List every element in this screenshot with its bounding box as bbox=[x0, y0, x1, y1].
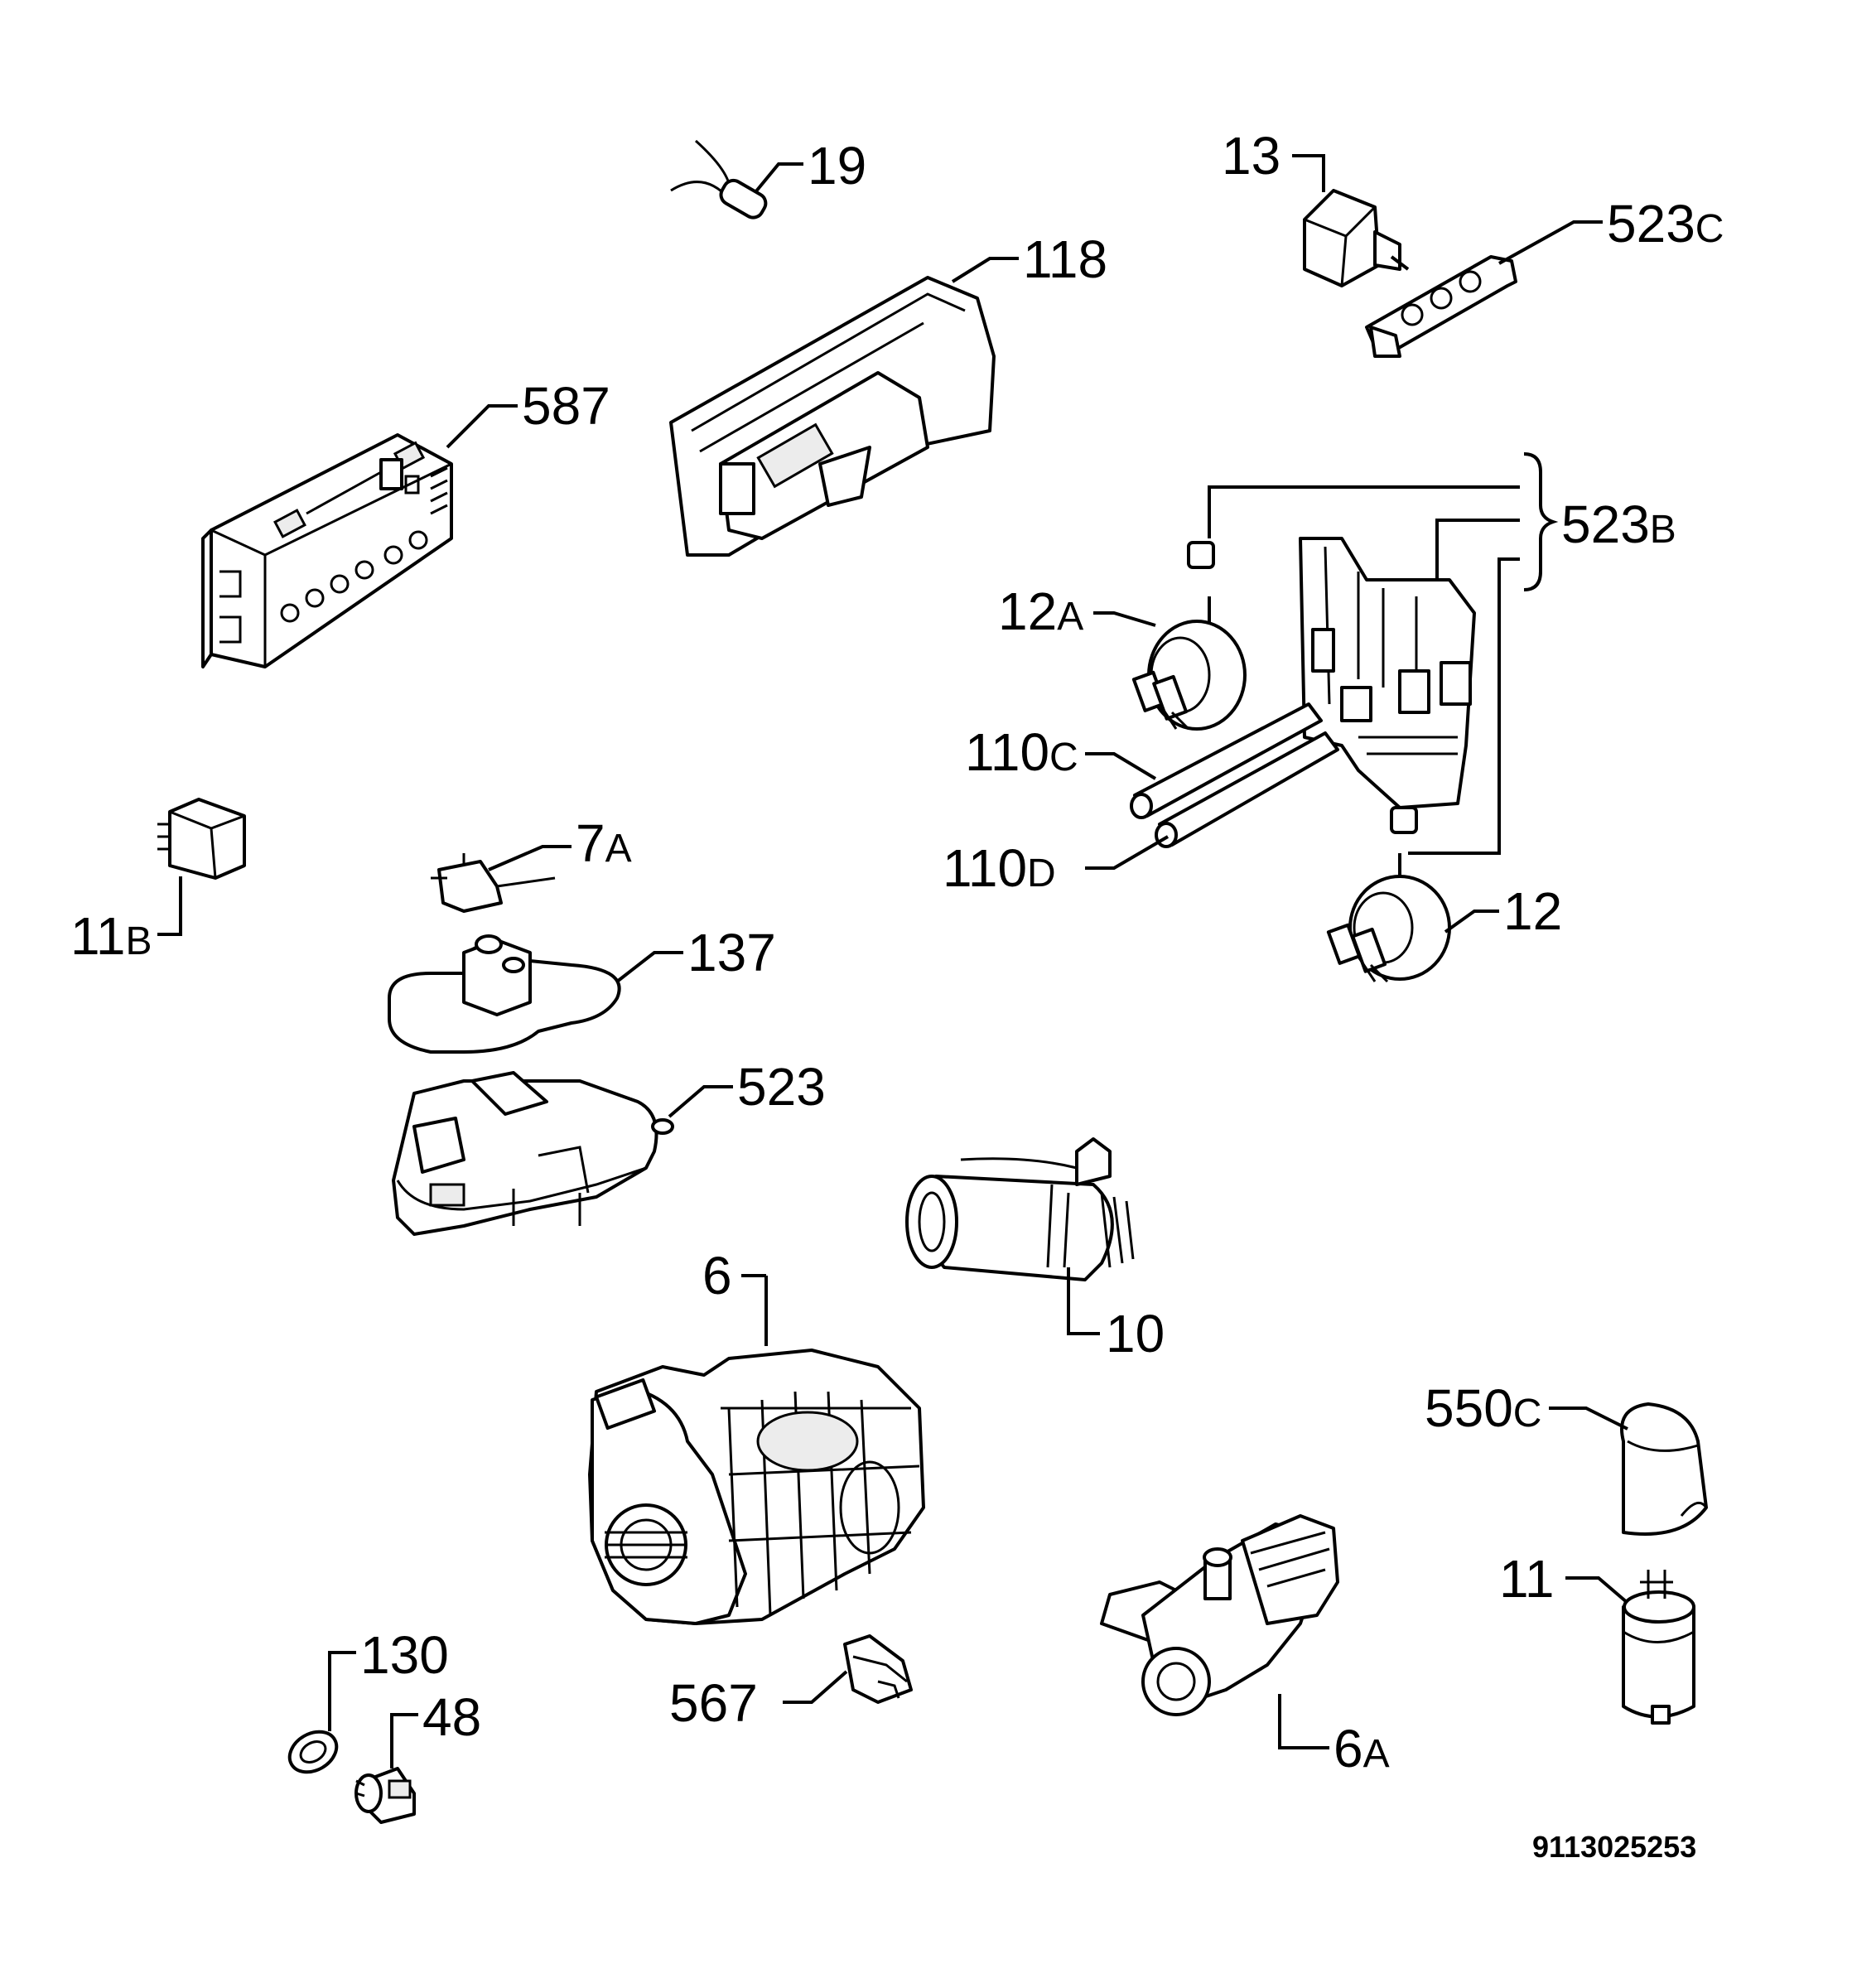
label-13: 13 bbox=[1222, 126, 1280, 186]
part-11b-relay bbox=[157, 798, 246, 880]
label-110d: 110D bbox=[943, 838, 1056, 898]
label-567: 567 bbox=[669, 1673, 758, 1733]
part-523c-bracket bbox=[1365, 255, 1517, 358]
label-523: 523 bbox=[737, 1057, 826, 1117]
label-6a: 6A bbox=[1334, 1719, 1390, 1778]
label-11b: 11B bbox=[70, 906, 152, 966]
label-7a: 7A bbox=[576, 813, 632, 873]
document-number: 9113025253 bbox=[1532, 1830, 1696, 1864]
part-labels: 19 118 13 523C 587 523B 12A 110C 110D 12… bbox=[70, 126, 1724, 1778]
label-11: 11 bbox=[1499, 1549, 1554, 1609]
label-12a: 12A bbox=[998, 581, 1083, 641]
part-7a-microswitch bbox=[431, 853, 556, 913]
label-12: 12 bbox=[1503, 881, 1562, 941]
part-550c-cap bbox=[1620, 1402, 1708, 1536]
label-587: 587 bbox=[522, 376, 610, 436]
part-523-base bbox=[392, 1071, 674, 1236]
part-19-sensor bbox=[670, 139, 768, 220]
part-48-plug bbox=[354, 1767, 416, 1824]
part-12a-pressure-switch bbox=[1131, 541, 1247, 731]
label-130: 130 bbox=[360, 1625, 449, 1685]
part-12-pressure-switch bbox=[1326, 806, 1451, 983]
part-110c-hose bbox=[1130, 702, 1323, 819]
label-10: 10 bbox=[1106, 1304, 1165, 1363]
part-6a-drain-pump bbox=[1100, 1514, 1339, 1716]
part-10-heater bbox=[905, 1137, 1135, 1281]
label-110c: 110C bbox=[965, 722, 1078, 782]
part-11-capacitor bbox=[1622, 1570, 1695, 1725]
part-523b-pressure-chamber bbox=[1299, 537, 1476, 809]
label-523b: 523B bbox=[1561, 495, 1676, 554]
part-587-control-module bbox=[201, 433, 453, 668]
label-118: 118 bbox=[1023, 229, 1107, 289]
part-137-cover bbox=[388, 934, 621, 1054]
label-48: 48 bbox=[422, 1687, 481, 1747]
part-567-clip bbox=[843, 1634, 913, 1704]
label-137: 137 bbox=[687, 923, 776, 982]
brace-523b bbox=[1523, 452, 1559, 591]
label-523c: 523C bbox=[1607, 194, 1724, 253]
label-19: 19 bbox=[808, 136, 866, 195]
label-6: 6 bbox=[702, 1246, 732, 1305]
part-130-gasket bbox=[287, 1730, 339, 1774]
part-6-circulation-pump bbox=[588, 1349, 925, 1625]
part-13-switch bbox=[1303, 189, 1410, 287]
leader-lines bbox=[157, 154, 1629, 1768]
label-550c: 550C bbox=[1425, 1378, 1541, 1438]
part-118-dispenser bbox=[669, 276, 996, 557]
